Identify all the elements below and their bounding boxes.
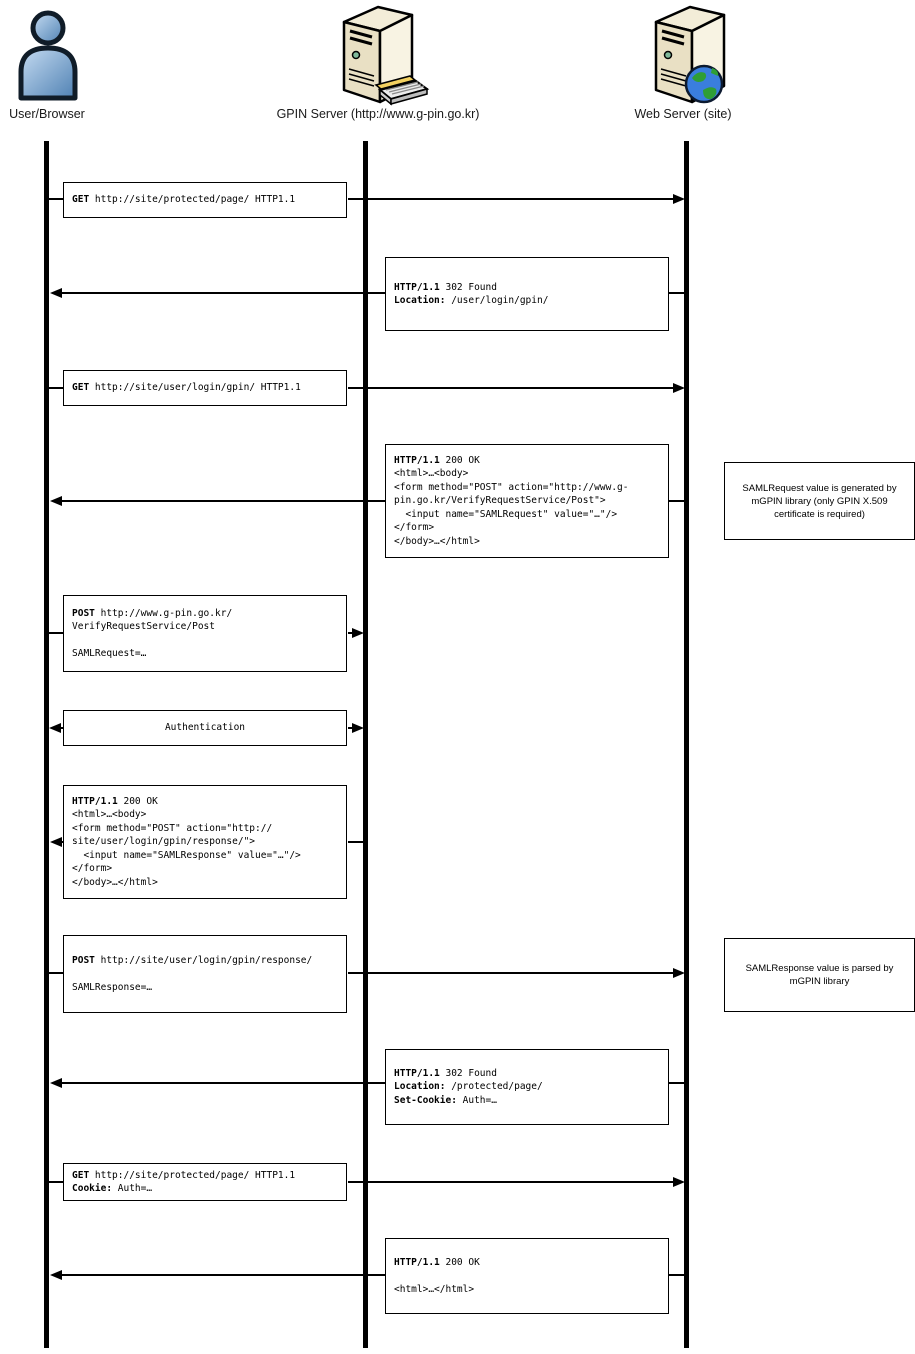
message-10-connector [48, 1181, 63, 1183]
message-3-arrowhead-right [673, 383, 685, 393]
message-8-connector [48, 972, 63, 974]
message-2-arrow-line [61, 292, 385, 294]
server-keyboard-icon [342, 5, 430, 106]
lifeline-user [44, 141, 49, 1348]
message-5-connector [48, 632, 63, 634]
message-6-arrowhead-right [352, 723, 364, 733]
message-6-right-line [348, 727, 353, 729]
message-11-arrowhead-left [50, 1270, 62, 1280]
message-line: <input name="SAMLRequest" value="…"/> [394, 508, 618, 520]
message-9-arrow-line [61, 1082, 385, 1084]
message-4-box: HTTP/1.1 200 OK <html>…<body><form method… [385, 444, 669, 558]
message-7-left-line [61, 841, 64, 843]
message-line: </form> [72, 863, 113, 875]
message-line: site/user/login/gpin/response/"> [72, 836, 256, 848]
message-line [72, 967, 346, 981]
message-line: GET http://site/user/login/gpin/ HTTP1.1 [72, 382, 301, 394]
message-line: <input name="SAMLResponse" value="…"/> [72, 849, 301, 861]
message-9-arrowhead-left [50, 1078, 62, 1088]
message-line: HTTP/1.1 200 OK [394, 454, 480, 466]
message-11-arrow-line [61, 1274, 385, 1276]
message-3-connector [48, 387, 63, 389]
message-1-arrowhead-right [673, 194, 685, 204]
message-line: Location: /protected/page/ [394, 1081, 543, 1093]
message-line: GET http://site/protected/page/ HTTP1.1 [72, 1169, 296, 1181]
message-9-connector [669, 1082, 684, 1084]
message-line: POST http://www.g-pin.go.kr/ [72, 607, 233, 619]
message-2-arrowhead-left [50, 288, 62, 298]
message-3-arrow-line [348, 387, 674, 389]
message-8-arrowhead-right [673, 968, 685, 978]
message-line: HTTP/1.1 200 OK [394, 1256, 480, 1268]
actor-label-web-server: Web Server (site) [634, 107, 732, 121]
message-line: GET http://site/protected/page/ HTTP1.1 [72, 194, 296, 206]
lifeline-web-server [684, 141, 689, 1348]
message-line: POST http://site/user/login/gpin/respons… [72, 954, 313, 966]
message-line: <html>…</html> [394, 1283, 475, 1295]
message-5-arrowhead-right [352, 628, 364, 638]
message-line: SAMLRequest=… [72, 648, 147, 659]
message-line: <html>…<body> [72, 809, 147, 821]
note-samlresponse: SAMLResponse value is parsed by mGPIN li… [724, 938, 915, 1012]
message-6-arrowhead-left [49, 723, 61, 733]
message-3-box: GET http://site/user/login/gpin/ HTTP1.1 [63, 370, 347, 406]
message-5-arrow-line [348, 632, 353, 634]
message-4-arrowhead-left [50, 496, 62, 506]
message-line: <html>…<body> [394, 468, 469, 480]
message-4-connector [669, 500, 684, 502]
message-1-connector [48, 198, 63, 200]
message-1-box: GET http://site/protected/page/ HTTP1.1 [63, 182, 347, 218]
message-line: SAMLResponse=… [72, 981, 153, 993]
message-11-box: HTTP/1.1 200 OK <html>…</html> [385, 1238, 669, 1314]
person-icon [18, 10, 78, 101]
message-6-box: Authentication [63, 710, 347, 746]
server-globe-icon [654, 5, 726, 104]
message-line: </body>…</html> [394, 535, 480, 547]
message-7-connector [348, 841, 364, 843]
message-line: </body>…</html> [72, 876, 158, 888]
message-line: VerifyRequestService/Post [72, 621, 215, 632]
message-line: Cookie: Auth=… [72, 1183, 153, 1194]
message-11-connector [669, 1274, 684, 1276]
actor-label-gpin-server: GPIN Server (http://www.g-pin.go.kr) [276, 107, 480, 121]
lifeline-gpin-server [363, 141, 368, 1348]
message-line: <form method="POST" action="http://www.g… [394, 481, 629, 493]
message-line: HTTP/1.1 302 Found [394, 1067, 497, 1079]
message-7-arrowhead-left [50, 837, 62, 847]
message-line: HTTP/1.1 200 OK [72, 795, 158, 807]
message-line [72, 634, 346, 648]
message-line: Set-Cookie: Auth=… [394, 1094, 497, 1106]
message-line [394, 1269, 668, 1283]
message-5-box: POST http://www.g-pin.go.kr/VerifyReques… [63, 595, 347, 672]
message-line: <form method="POST" action="http:// [72, 822, 273, 834]
message-2-connector [669, 292, 684, 294]
message-8-arrow-line [348, 972, 674, 974]
message-8-box: POST http://site/user/login/gpin/respons… [63, 935, 347, 1013]
message-6-left-line [60, 727, 63, 729]
message-line: Location: /user/login/gpin/ [394, 295, 549, 306]
message-line: pin.go.kr/VerifyRequestService/Post"> [394, 495, 606, 507]
message-10-arrowhead-right [673, 1177, 685, 1187]
message-line: </form> [394, 522, 435, 534]
message-4-arrow-line [61, 500, 385, 502]
message-line: Authentication [164, 722, 246, 734]
message-10-arrow-line [348, 1181, 674, 1183]
message-line: HTTP/1.1 302 Found [394, 281, 497, 293]
note-samlrequest: SAMLRequest value is generated by mGPIN … [724, 462, 915, 540]
message-1-arrow-line [348, 198, 674, 200]
actor-label-user: User/Browser [9, 107, 85, 121]
message-7-box: HTTP/1.1 200 OK <html>…<body><form method… [63, 785, 347, 899]
